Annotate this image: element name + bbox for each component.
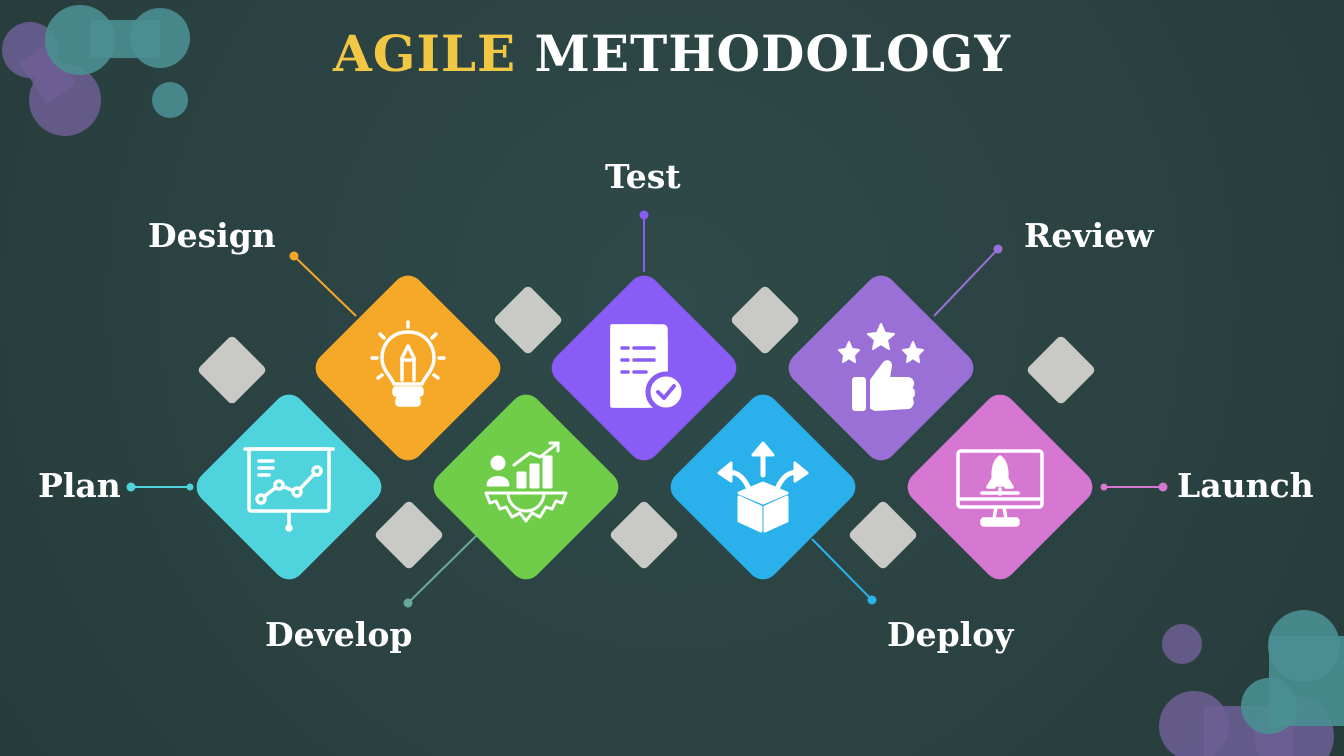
stage-label-review: Review: [1024, 216, 1154, 255]
stage-label-design: Design: [148, 216, 276, 255]
stage-label-test: Test: [605, 157, 681, 196]
document-check-icon: [610, 324, 687, 413]
launch-tile: [901, 388, 1099, 586]
page-title: AGILE METHODOLOGY: [0, 24, 1344, 83]
lightbulb-pencil-icon: [370, 320, 446, 407]
develop-tile: [427, 388, 625, 586]
plan-connector: [126, 482, 194, 492]
stage-label-launch: Launch: [1177, 466, 1314, 505]
design-connector: [289, 251, 357, 317]
plan-tile: [190, 388, 388, 586]
test-tile: [545, 269, 743, 467]
stage-label-develop: Develop: [265, 615, 413, 654]
decorative-blob-top-left: [2, 5, 190, 136]
stars-thumbs-up-icon: [838, 323, 924, 411]
deploy-connector: [811, 538, 877, 605]
stage-label-deploy: Deploy: [887, 615, 1014, 654]
develop-connector: [403, 535, 477, 608]
stage-label-plan: Plan: [38, 466, 121, 505]
growth-gear-icon: [484, 441, 568, 523]
deploy-tile: [664, 388, 862, 586]
design-tile: [309, 269, 507, 467]
box-arrows-icon: [717, 441, 809, 533]
test-connector: [639, 210, 649, 272]
rocket-monitor-icon: [956, 449, 1044, 527]
presentation-chart-icon: [243, 447, 335, 532]
title-rest: METHODOLOGY: [534, 24, 1012, 83]
review-tile: [782, 269, 980, 467]
title-accent: AGILE: [332, 24, 517, 83]
decorative-blob-bottom-right: [1159, 610, 1344, 756]
launch-connector: [1100, 482, 1168, 492]
review-connector: [933, 244, 1003, 317]
